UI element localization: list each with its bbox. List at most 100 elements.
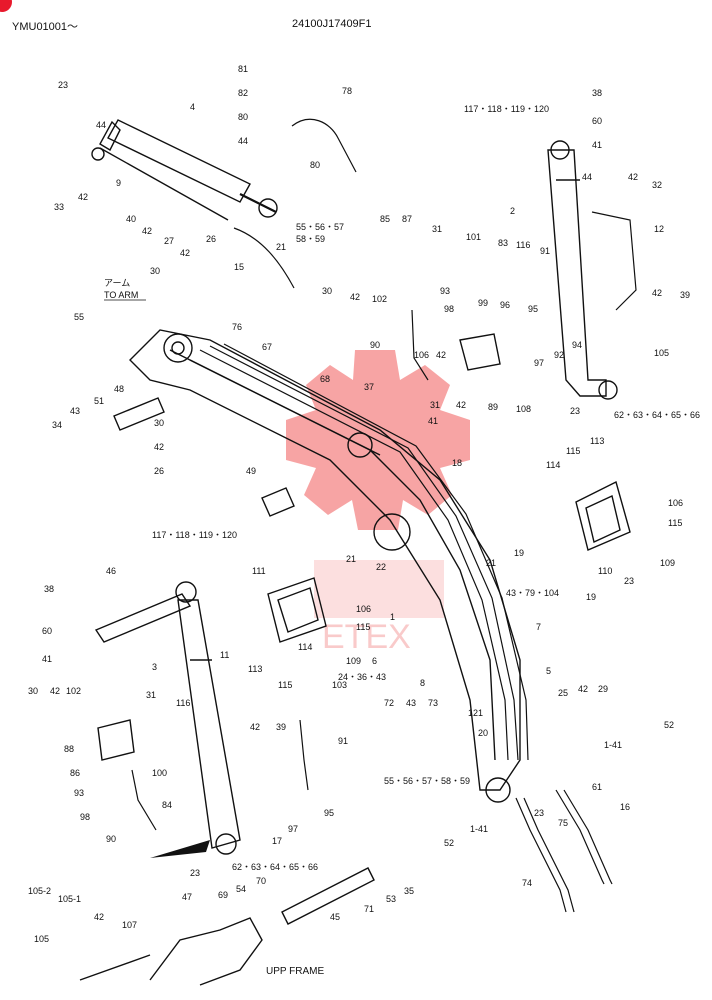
drawing-number: 24100J17409F1 [292, 18, 372, 30]
part-label: 37 [364, 382, 374, 392]
part-label: 100 [152, 768, 167, 778]
clamp-88 [97, 719, 135, 761]
direction-arrow [150, 840, 210, 858]
part-label: 102 [372, 294, 387, 304]
part-label: 97 [534, 358, 544, 368]
part-label: 42 [78, 192, 88, 202]
part-label: 91 [540, 246, 550, 256]
part-label: 48 [114, 384, 124, 394]
part-label: 16 [620, 802, 630, 812]
part-label: 52 [664, 720, 674, 730]
part-label: 42 [142, 226, 152, 236]
part-label: 60 [42, 626, 52, 636]
part-label: 60 [592, 116, 602, 126]
part-label: 17 [272, 836, 282, 846]
part-label: 105 [34, 934, 49, 944]
part-label: 111 [252, 566, 266, 576]
part-label: 95 [324, 808, 334, 818]
part-label: 43 [70, 406, 80, 416]
part-label: 108 [516, 404, 531, 414]
part-label: 116 [176, 698, 190, 708]
watermark-bar [314, 560, 444, 618]
pin-48 [113, 397, 165, 431]
part-label: 55・56・57・58・59 [384, 776, 470, 786]
part-label: 47 [182, 892, 192, 902]
part-label: 69 [218, 890, 228, 900]
part-label: 41 [592, 140, 602, 150]
part-label: 72 [384, 698, 394, 708]
to-arm-jp: アーム [104, 278, 130, 288]
part-label: 4 [190, 102, 195, 112]
part-label: 19 [586, 592, 596, 602]
part-label: 53 [386, 894, 396, 904]
part-label: 30 [154, 418, 164, 428]
part-label: 26 [154, 466, 164, 476]
part-label: 21 [486, 558, 496, 568]
hose-15 [233, 227, 295, 289]
upp-frame-label: UPP FRAME [266, 966, 324, 977]
part-label: 44 [238, 136, 248, 146]
part-label: 42 [578, 684, 588, 694]
part-label: 11 [220, 650, 229, 660]
pin-49 [261, 487, 295, 517]
part-label: 20 [478, 728, 488, 738]
hose-78 [291, 118, 357, 173]
part-label: 8 [420, 678, 425, 688]
part-label: 1-41 [604, 740, 622, 750]
part-label: 49 [246, 466, 256, 476]
corner-mark [0, 0, 12, 12]
part-label: 52 [444, 838, 454, 848]
part-label: 42 [456, 400, 466, 410]
part-label: 6 [372, 656, 377, 666]
hose-90-lower [131, 769, 157, 831]
part-label: 103 [332, 680, 347, 690]
part-label: 83 [498, 238, 508, 248]
part-label: 93 [74, 788, 84, 798]
part-label: 99 [478, 298, 488, 308]
pin-46 [94, 593, 192, 643]
part-label: 32 [652, 180, 662, 190]
part-label: 1-41 [470, 824, 488, 834]
part-label: 39 [680, 290, 690, 300]
part-label: 105-1 [58, 894, 81, 904]
part-label: 21 [276, 242, 286, 252]
part-label: 42 [628, 172, 638, 182]
part-label: 71 [364, 904, 374, 914]
part-label: 41 [428, 416, 438, 426]
part-label: 42 [154, 442, 164, 452]
part-label: 38 [44, 584, 54, 594]
part-label: 40 [126, 214, 136, 224]
part-label: 98 [444, 304, 454, 314]
bucket-cylinder-3 [175, 581, 241, 855]
part-label: 21 [346, 554, 356, 564]
part-label: 2 [510, 206, 515, 216]
valve-89 [459, 333, 501, 371]
part-label: 43・79・104 [506, 588, 559, 598]
part-label: 42 [250, 722, 260, 732]
part-label: 31 [432, 224, 442, 234]
part-label: 42 [50, 686, 60, 696]
hose-91 [299, 719, 309, 791]
part-label: 62・63・64・65・66 [232, 862, 318, 872]
part-label: 115 [668, 518, 682, 528]
part-label: 75 [558, 818, 568, 828]
part-label: 3 [152, 662, 157, 672]
part-label: 106 [668, 498, 683, 508]
part-label: 25 [558, 688, 568, 698]
part-label: 81 [238, 64, 248, 74]
part-label: 97 [288, 824, 298, 834]
hose-bundle-16 [515, 789, 613, 913]
arm-cylinder-2 [547, 140, 618, 400]
part-label: 51 [94, 396, 104, 406]
part-label: 121 [468, 708, 483, 718]
valve-block-111 [267, 577, 327, 643]
part-label: 107 [122, 920, 137, 930]
part-label: 9 [116, 178, 121, 188]
part-label: 93 [440, 286, 450, 296]
part-callouts: 23818280784444480334294042272155・56・5758… [28, 64, 700, 944]
part-label: 44 [582, 172, 592, 182]
part-label: 24・36・43 [338, 672, 386, 682]
part-label: 23 [624, 576, 634, 586]
part-label: 42 [652, 288, 662, 298]
part-label: 5 [546, 666, 551, 676]
